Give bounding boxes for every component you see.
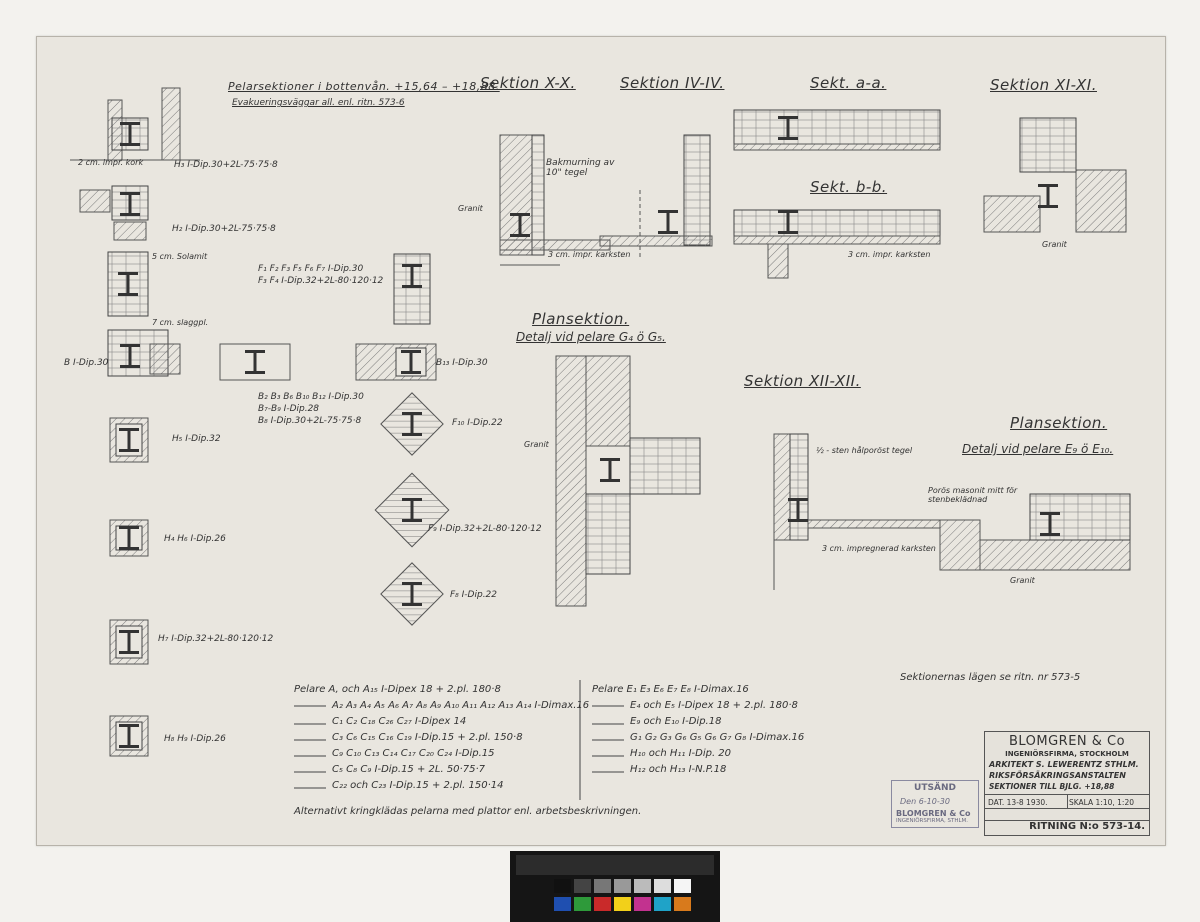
note-evakuering: Evakueringsväggar all. enl. ritn. 573-6 xyxy=(232,98,405,108)
title-detalj-e: Detalj vid pelare E₉ ö E₁₀. xyxy=(962,442,1114,456)
legend-right-row: H₁₂ och H₁₃ I-N.P.18 xyxy=(630,764,727,775)
title-block-firm-sub: INGENIÖRSFIRMA, STOCKHOLM xyxy=(1005,750,1129,758)
utsand-stamp: UTSÄND Den 6-10-30 BLOMGREN & Co INGENIÖ… xyxy=(891,780,979,828)
section-iv-iv xyxy=(599,134,713,260)
title-sekt-b-b: Sekt. b-b. xyxy=(810,178,888,196)
section-b-b xyxy=(733,209,941,279)
column-section-b xyxy=(107,329,181,377)
note-granit-4: Granit xyxy=(1010,576,1035,585)
stamp-firm: BLOMGREN & Co xyxy=(896,809,971,818)
label-b: B I-Dip.30 xyxy=(64,358,109,368)
color-calibration-card xyxy=(510,851,720,922)
note-solamit: 5 cm. Solamit xyxy=(152,252,208,261)
title-block-project: RIKSFÖRSÄKRINGSANSTALTEN xyxy=(989,771,1126,780)
label-h2: H₂ I-Dip.30+2L-75·75·8 xyxy=(172,224,276,234)
column-section-h7 xyxy=(109,619,149,665)
title-sekt-a-a: Sekt. a-a. xyxy=(810,74,887,92)
stamp-title: UTSÄND xyxy=(914,783,956,793)
note-granit-1: Granit xyxy=(458,204,483,213)
legend-left-row: C₂₂ och C₂₃ I-Dip.15 + 2.pl. 150·14 xyxy=(332,780,504,791)
title-sektion-x-x: Sektion X-X. xyxy=(480,74,576,92)
section-x-x xyxy=(499,134,611,266)
note-granit-2: Granit xyxy=(1042,240,1067,249)
note-granit-3: Granit xyxy=(524,440,549,449)
legend-leaders xyxy=(294,680,624,800)
label-b13: B₁₃ I-Dip.30 xyxy=(436,358,488,368)
label-f8: F₈ I-Dip.22 xyxy=(450,590,498,600)
legend-left-row: C₉ C₁₀ C₁₃ C₁₄ C₁₇ C₂₀ C₂₄ I-Dip.15 xyxy=(332,748,495,759)
note-bakmurning: Bakmurning av 10" tegel xyxy=(546,158,615,178)
column-section-h2 xyxy=(79,185,149,241)
legend-right-row: G₁ G₂ G₃ G₆ G₅ G₆ G₇ G₈ I-Dimax.16 xyxy=(630,732,805,743)
legend-left-row: C₁ C₂ C₁₈ C₂₆ C₂₇ I-Dipex 14 xyxy=(332,716,467,727)
plan-section-e xyxy=(939,493,1131,571)
legend-right-row: Pelare E₁ E₃ E₆ E₇ E₈ I-Dimax.16 xyxy=(592,684,749,695)
note-karksten-1: 3 cm. impr. karksten xyxy=(548,250,631,259)
label-b-list3: B₈ I-Dip.30+2L-75·75·8 xyxy=(258,416,362,426)
column-section-centre xyxy=(219,253,437,381)
legend-left-row: C₅ C₈ C₉ I-Dip.15 + 2L. 50·75·7 xyxy=(332,764,485,775)
column-section-solamit xyxy=(107,251,149,317)
label-b-list1: B₂ B₃ B₆ B₁₀ B₁₂ I-Dip.30 xyxy=(258,392,364,402)
column-section-f9 xyxy=(374,472,450,548)
label-h4: H₄ H₆ I-Dip.26 xyxy=(164,534,226,544)
title-block-date: DAT. 13-8 1930. xyxy=(988,798,1048,807)
note-impregnerad: 3 cm. impregnerad karksten xyxy=(822,544,936,553)
title-sektion-xi-xi: Sektion XI-XI. xyxy=(990,76,1097,94)
column-section-f10 xyxy=(380,392,444,456)
title-sektion-xii-xii: Sektion XII-XII. xyxy=(744,372,861,390)
label-b-list2: B₇-B₉ I-Dip.28 xyxy=(258,404,320,414)
legend-right-row: E₄ och E₅ I-Dipex 18 + 2.pl. 180·8 xyxy=(630,700,798,711)
title-block-drawing-no: RITNING N:o 573-14. xyxy=(1029,821,1145,832)
title-block-subject: SEKTIONER TILL BJLG. +18,88 xyxy=(989,782,1115,791)
note-masonit: Porös masonit mitt för stenbeklädnad xyxy=(928,486,1018,504)
legend-left-row: C₃ C₆ C₁₅ C₁₆ C₁₉ I-Dip.15 + 2.pl. 150·8 xyxy=(332,732,523,743)
label-h7: H₇ I-Dip.32+2L-80·120·12 xyxy=(158,634,274,644)
title-pelarsektioner: Pelarsektioner i bottenvån. +15,64 – +18… xyxy=(228,80,500,93)
note-kork: 2 cm. impr. kork xyxy=(78,158,144,167)
title-detalj-g: Detalj vid pelare G₄ ö G₅. xyxy=(516,330,666,344)
title-plansektion-2: Plansektion. xyxy=(1010,414,1108,432)
label-h5: H₅ I-Dip.32 xyxy=(172,434,221,444)
section-xii-xii xyxy=(773,433,941,590)
column-section-f8 xyxy=(380,562,444,626)
title-block-architect: ARKITEKT S. LEWERENTZ STHLM. xyxy=(989,760,1139,769)
note-karksten-2: 3 cm. impr. karksten xyxy=(848,250,931,259)
label-f-list1: F₁ F₂ F₃ F₅ F₆ F₇ I-Dip.30 xyxy=(258,264,364,274)
title-sektion-iv-iv: Sektion IV-IV. xyxy=(620,74,725,92)
section-a-a xyxy=(733,109,941,151)
note-halvsten: ½ - sten hålporöst tegel xyxy=(816,446,913,455)
column-section-h8 xyxy=(109,715,149,757)
note-sektionernas: Sektionernas lägen se ritn. nr 573-5 xyxy=(900,672,1081,683)
stamp-date: Den 6-10-30 xyxy=(900,797,950,806)
plan-section-g xyxy=(555,355,701,607)
legend-right-row: E₉ och E₁₀ I-Dip.18 xyxy=(630,716,722,727)
note-slaggpl: 7 cm. slaggpl. xyxy=(152,318,209,327)
title-block-scale: SKALA 1:10, 1:20 xyxy=(1069,798,1134,807)
label-h8: H₈ H₉ I-Dip.26 xyxy=(164,734,226,744)
legend-left-row: A₂ A₃ A₄ A₅ A₆ A₇ A₈ A₉ A₁₀ A₁₁ A₁₂ A₁₃ … xyxy=(332,700,590,711)
label-f10: F₁₀ I-Dip.22 xyxy=(452,418,503,428)
legend-left-row: Pelare A, och A₁₅ I-Dipex 18 + 2.pl. 180… xyxy=(294,684,501,695)
legend-right-row: H₁₀ och H₁₁ I-Dip. 20 xyxy=(630,748,732,759)
label-h3: H₃ I-Dip.30+2L-75·75·8 xyxy=(174,160,278,170)
column-section-h5 xyxy=(109,417,149,463)
label-f9: F₉ I-Dip.32+2L-80·120·12 xyxy=(428,524,542,534)
column-section-h3 xyxy=(70,87,200,161)
column-section-h4 xyxy=(109,519,149,557)
label-f-list2: F₃ F₄ I-Dip.32+2L-80·120·12 xyxy=(258,276,384,286)
section-xi-xi xyxy=(983,117,1127,233)
stamp-sub: INGENIÖRSFIRMA, STHLM. xyxy=(896,818,969,824)
note-alternativt: Alternativt kringklädas pelarna med plat… xyxy=(294,806,642,817)
scale-ruler xyxy=(516,855,714,875)
title-block: BLOMGREN & Co INGENIÖRSFIRMA, STOCKHOLM … xyxy=(984,731,1150,836)
title-plansektion-1: Plansektion. xyxy=(532,310,630,328)
title-block-firm: BLOMGREN & Co xyxy=(1008,734,1126,749)
